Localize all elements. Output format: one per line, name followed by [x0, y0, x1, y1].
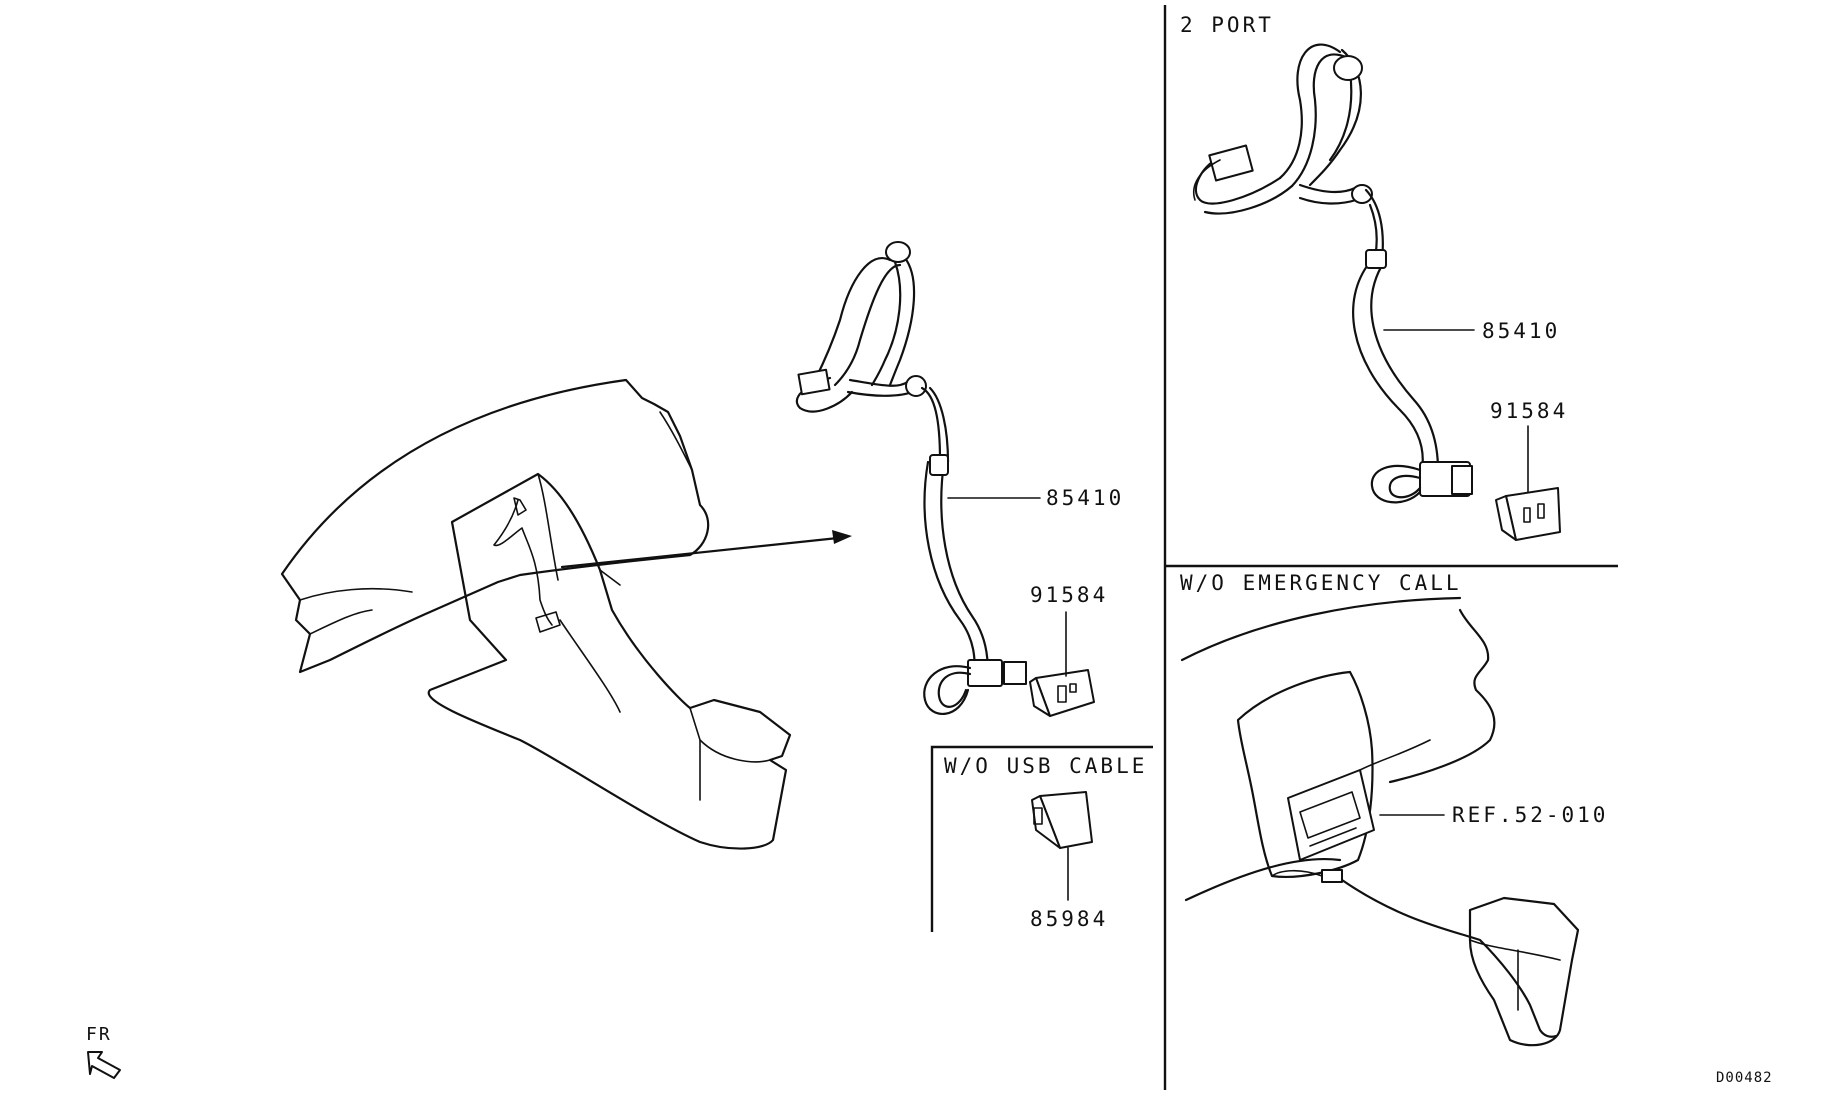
- main-usb-port: [1029, 669, 1095, 717]
- panel-frames: [930, 5, 1618, 1090]
- two-port-callout-91584: 91584: [1490, 399, 1568, 423]
- front-label: FR: [86, 1024, 112, 1045]
- main-harness: [795, 241, 1027, 715]
- callout-85984: 85984: [1030, 907, 1108, 931]
- callout-85410: 85410: [1046, 486, 1124, 510]
- main-callout-lines: [947, 497, 1067, 677]
- wo-emergency-header: W/O EMERGENCY CALL: [1180, 571, 1462, 595]
- two-port-usb: [1495, 487, 1561, 541]
- front-arrow-icon: [87, 1051, 121, 1079]
- callout-ref-52-010: REF.52-010: [1452, 803, 1608, 827]
- two-port-harness: [1193, 43, 1473, 504]
- diagram-id: D00482: [1716, 1070, 1773, 1086]
- two-port-header: 2 PORT: [1180, 13, 1274, 37]
- two-port-callout-85410: 85410: [1482, 319, 1560, 343]
- wo-usb-box-frame: [930, 745, 1153, 932]
- usb-cover-part: [1031, 791, 1093, 901]
- two-port-callout-lines: [1383, 329, 1529, 493]
- callout-91584: 91584: [1030, 583, 1108, 607]
- wo-usb-header: W/O USB CABLE: [944, 754, 1147, 778]
- console-illustration: [1180, 596, 1580, 1047]
- dashboard-illustration: [280, 378, 852, 850]
